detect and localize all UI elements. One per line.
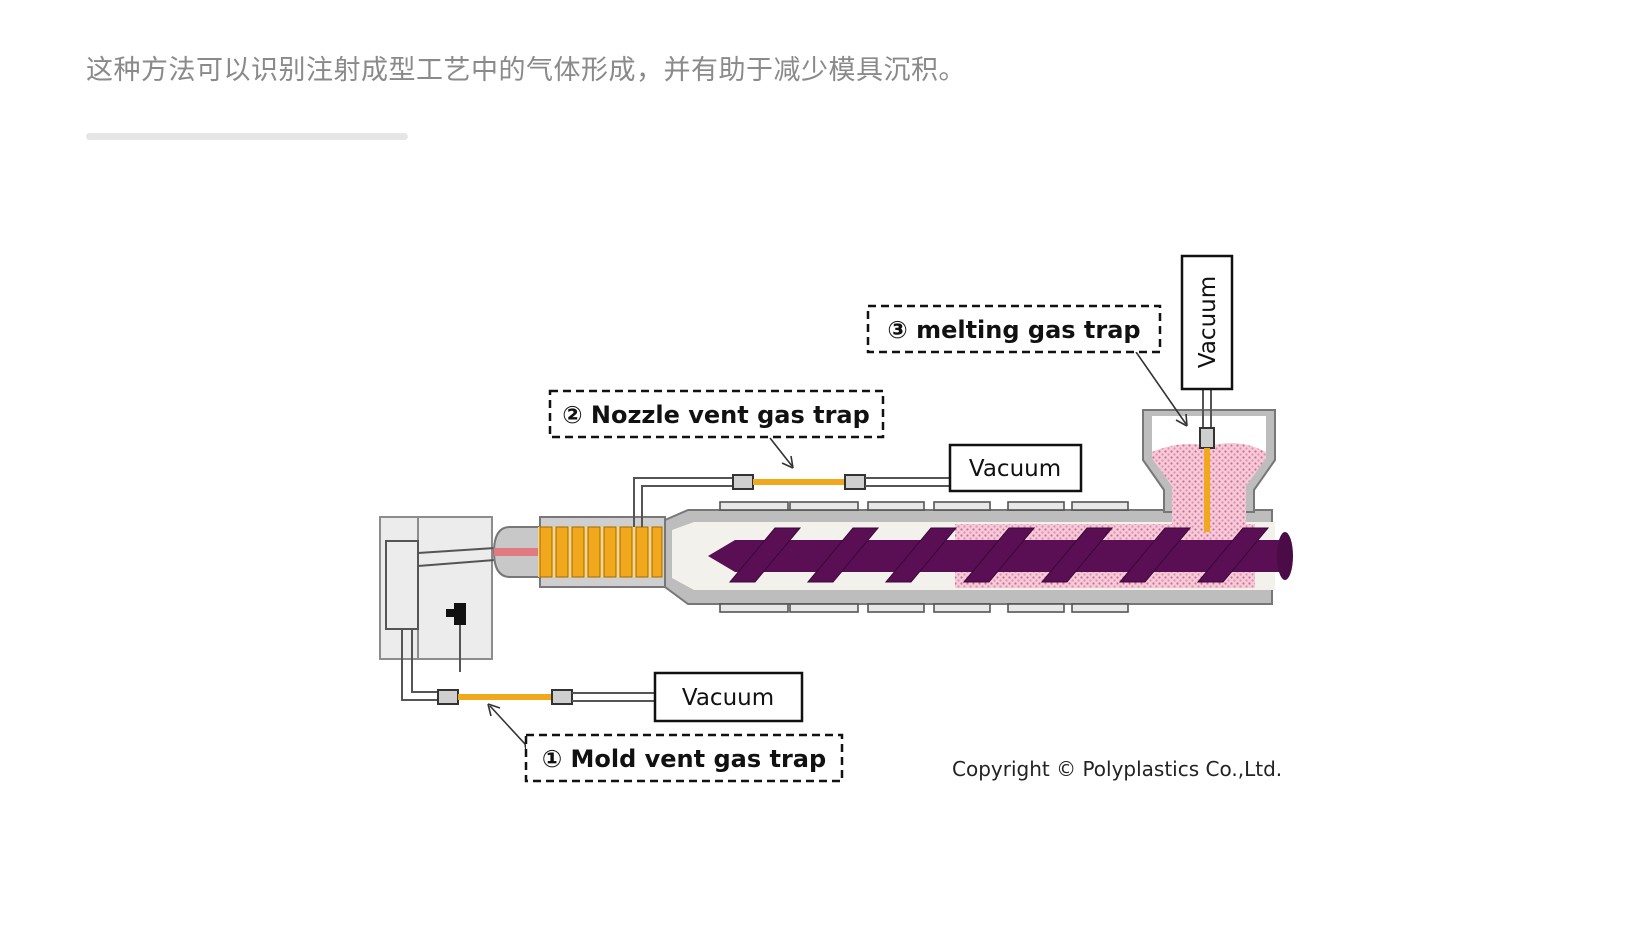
nozzle-trap-arrow [769, 437, 794, 469]
nozzle-trap-coil [538, 526, 663, 578]
melting-trap-label: ③ melting gas trap [887, 316, 1140, 344]
nozzle-trap-label: ② Nozzle vent gas trap [562, 401, 870, 429]
divider-bar [86, 133, 408, 140]
nozzle-vacuum-label: Vacuum [969, 456, 1061, 482]
nozzle-vacuum-box [948, 443, 1083, 493]
melting-trap-arrow [1135, 351, 1188, 427]
nozzle-trap-box [548, 389, 885, 439]
melting-trap-tube [1199, 390, 1215, 532]
mold-trap-label: ① Mold vent gas trap [542, 745, 826, 773]
melting-vacuum-label: Vacuum [1195, 276, 1221, 368]
mold [379, 516, 496, 701]
melting-trap-box [866, 304, 1162, 354]
nozzle-vent-line [633, 474, 950, 527]
screw [708, 527, 1293, 583]
melting-vacuum-box [1180, 254, 1234, 391]
mold-trap-box [524, 733, 844, 783]
copyright-text: Copyright © Polyplastics Co.,Ltd. [952, 757, 1282, 781]
mold-vacuum-box [653, 671, 804, 723]
mold-vent-line [437, 689, 655, 705]
mold-trap-arrow [487, 703, 528, 757]
caption-text: 这种方法可以识别注射成型工艺中的气体形成，并有助于减少模具沉积。 [86, 55, 966, 86]
mold-vacuum-label: Vacuum [682, 685, 774, 711]
